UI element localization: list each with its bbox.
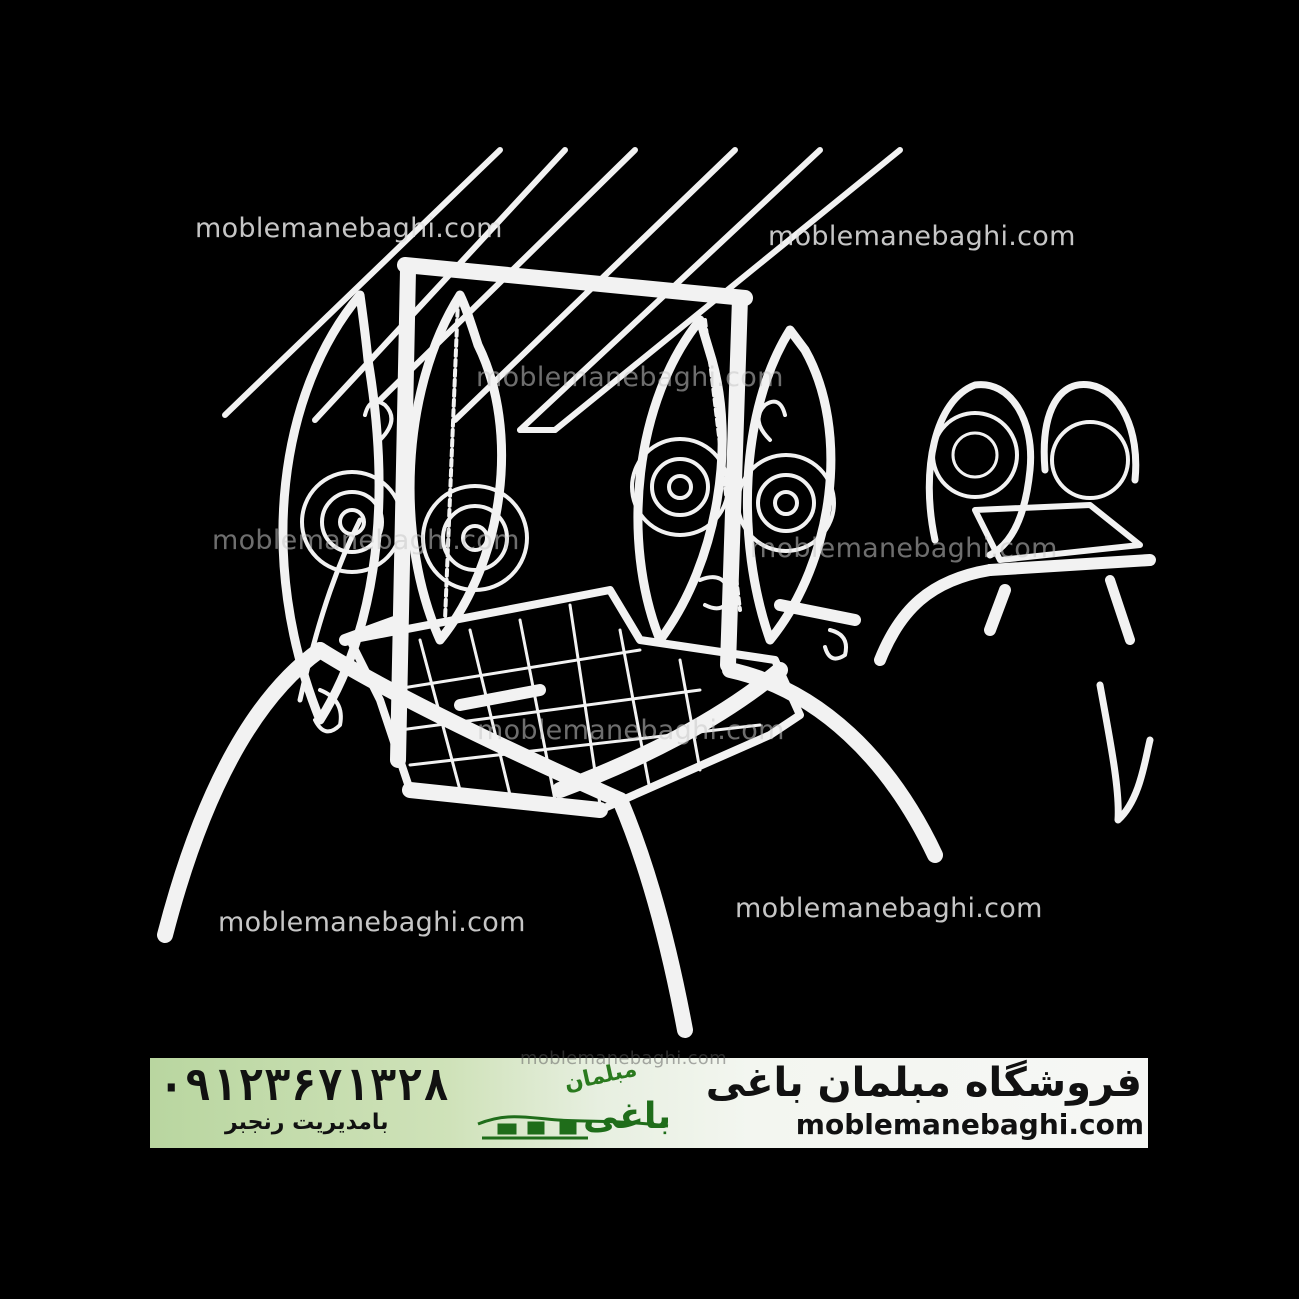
website-link[interactable]: moblemanebaghi.com	[795, 1108, 1144, 1141]
shop-banner: ۰۹۱۲۳۶۷۱۳۲۸ بامدیریت رنجبر مبلمان باغی ف…	[150, 1058, 1148, 1148]
phone-number: ۰۹۱۲۳۶۷۱۳۲۸	[158, 1060, 450, 1111]
watermark-text: moblemanebaghi.com	[520, 1048, 727, 1069]
watermark-text: moblemanebaghi.com	[768, 221, 1076, 252]
watermark-text: moblemanebaghi.com	[477, 715, 785, 746]
watermark-text: moblemanebaghi.com	[750, 533, 1058, 564]
second-swing	[874, 380, 1156, 824]
swing-base	[157, 642, 943, 1038]
shop-logo: مبلمان باغی	[468, 1058, 678, 1144]
rosettes	[300, 437, 836, 592]
manager-label: بامدیریت رنجبر	[225, 1110, 389, 1135]
logo-tree-icon	[477, 1115, 669, 1140]
armrests	[339, 599, 861, 711]
logo-text-bottom: باغی	[583, 1096, 672, 1137]
swing-seat	[346, 586, 804, 814]
watermark-text: moblemanebaghi.com	[476, 362, 784, 393]
watermark-text: moblemanebaghi.com	[195, 213, 503, 244]
watermark-text: moblemanebaghi.com	[212, 525, 520, 556]
watermark-text: moblemanebaghi.com	[218, 907, 526, 938]
shop-name: فروشگاه مبلمان باغی	[705, 1060, 1142, 1106]
scroll-ornaments	[313, 399, 848, 734]
watermark-text: moblemanebaghi.com	[735, 893, 1043, 924]
chains	[443, 298, 742, 622]
